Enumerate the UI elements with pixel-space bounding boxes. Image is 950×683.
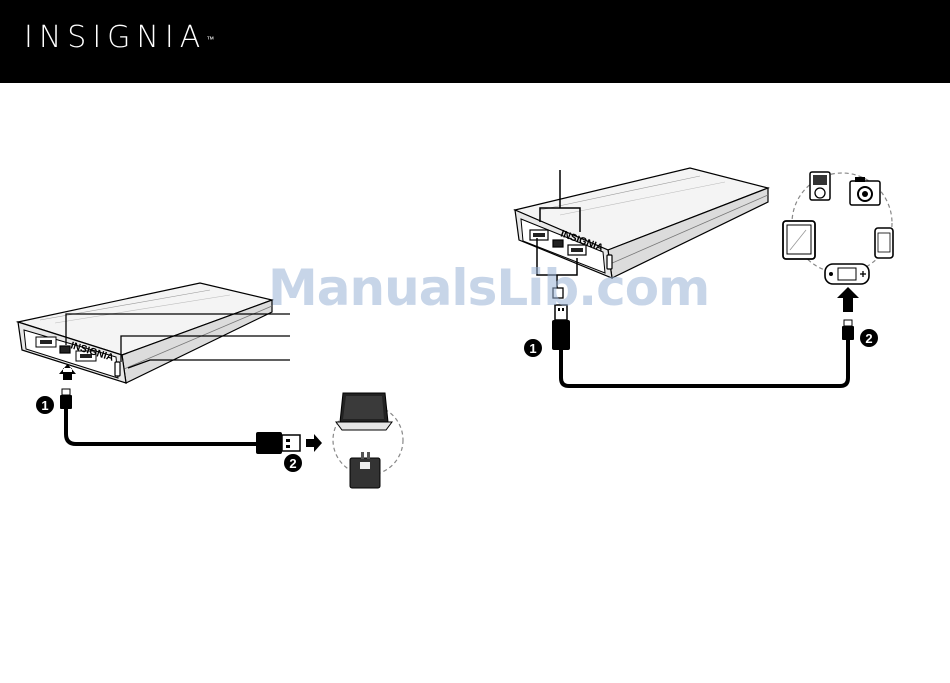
- right-step-1-badge: 1: [524, 339, 542, 357]
- brand-logo: INSIGNIA™: [24, 18, 214, 58]
- right-usb-cable: [561, 340, 848, 386]
- diagram-canvas: INSIGNIA 1 2: [0, 83, 950, 683]
- right-micro-usb-plug: [842, 320, 854, 340]
- left-usb-cable: [66, 409, 258, 444]
- left-micro-usb-plug: [60, 389, 72, 409]
- svg-text:2: 2: [865, 331, 872, 346]
- svg-text:2: 2: [289, 456, 296, 471]
- svg-text:1: 1: [41, 398, 48, 413]
- left-arrow-right: [306, 434, 322, 452]
- left-step-1-badge: 1: [36, 396, 54, 414]
- left-power-bank: [18, 283, 272, 383]
- watermark-text: ManualsLib.com: [268, 258, 698, 318]
- svg-text:1: 1: [529, 341, 536, 356]
- right-step-2-badge: 2: [860, 329, 878, 347]
- wall-charger-icon: [350, 452, 380, 488]
- mp3-player-icon: [810, 172, 830, 200]
- left-usb-a-plug: [256, 432, 300, 454]
- laptop-icon: [336, 393, 392, 430]
- game-console-icon: [825, 264, 869, 284]
- smartphone-icon: [875, 228, 893, 258]
- right-arrow-up: [837, 287, 859, 312]
- tablet-icon: [783, 221, 815, 259]
- brand-name: INSIGNIA: [24, 20, 206, 55]
- trademark-symbol: ™: [206, 35, 214, 44]
- header-bar: INSIGNIA™: [0, 0, 950, 83]
- camera-icon: [850, 177, 880, 205]
- left-step-2-badge: 2: [284, 454, 302, 472]
